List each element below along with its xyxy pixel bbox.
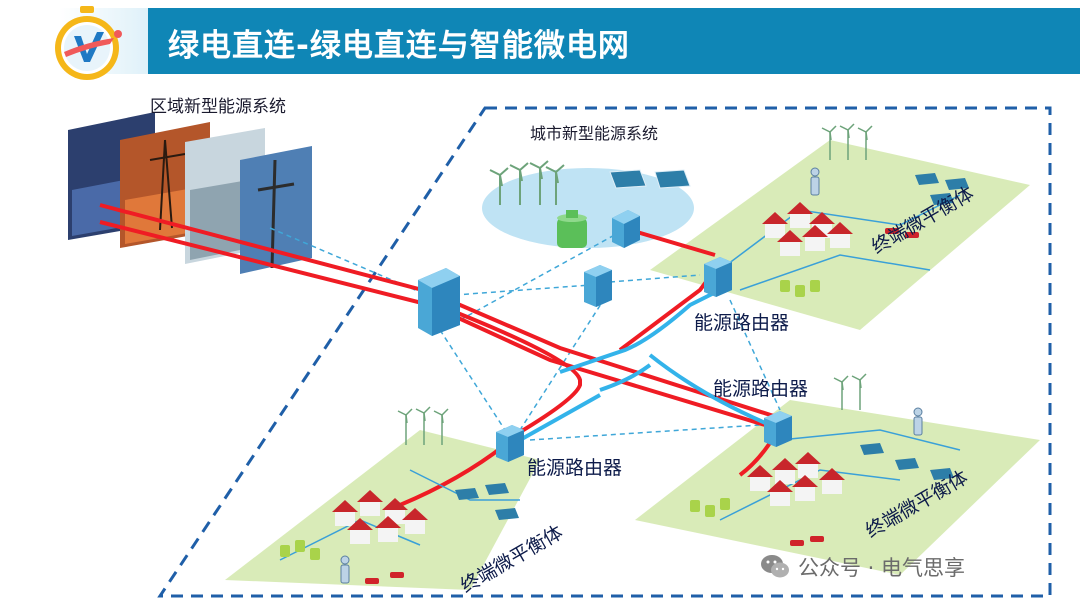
platform-cars	[365, 228, 919, 584]
houses-top-right	[762, 202, 853, 256]
router-bottom-right	[764, 411, 792, 447]
router-city	[584, 265, 612, 307]
watermark: 公众号 · 电气思享	[760, 552, 965, 582]
city-system-label: 城市新型能源系统	[530, 124, 659, 143]
wechat-icon	[761, 555, 789, 578]
router-main	[418, 268, 460, 336]
header: 绿电直连-绿电直连与智能微电网	[0, 0, 1080, 84]
watermark-text: 公众号 · 电气思享	[798, 556, 966, 580]
comm-dashed-lines	[269, 227, 781, 441]
platform-batteries	[280, 280, 820, 560]
stopwatch-logo-icon	[55, 6, 122, 80]
platform-solar-panels	[455, 173, 969, 520]
person-figures	[340, 167, 923, 584]
photo-utility-pole	[240, 146, 312, 274]
platform-wind-turbines	[397, 123, 873, 445]
city-system-bubble	[482, 168, 694, 248]
houses-bottom-left	[332, 490, 428, 544]
router-label-2: 能源路由器	[713, 378, 809, 400]
houses-bottom-right	[747, 452, 845, 506]
platform-wiring	[279, 194, 961, 561]
router-label-1: 能源路由器	[694, 312, 790, 334]
router-city-top	[612, 210, 640, 248]
city-wind-turbines	[489, 160, 565, 205]
router-top-right	[704, 257, 732, 297]
router-bottom-left	[496, 425, 524, 462]
city-solar-panels	[609, 169, 691, 189]
data-lines	[519, 288, 771, 442]
battery-tank	[557, 210, 587, 248]
region-system-label: 区域新型能源系统	[150, 97, 286, 117]
header-bar	[148, 8, 1080, 74]
router-label-3: 能源路由器	[527, 457, 623, 479]
page-title: 绿电直连-绿电直连与智能微电网	[168, 28, 630, 64]
